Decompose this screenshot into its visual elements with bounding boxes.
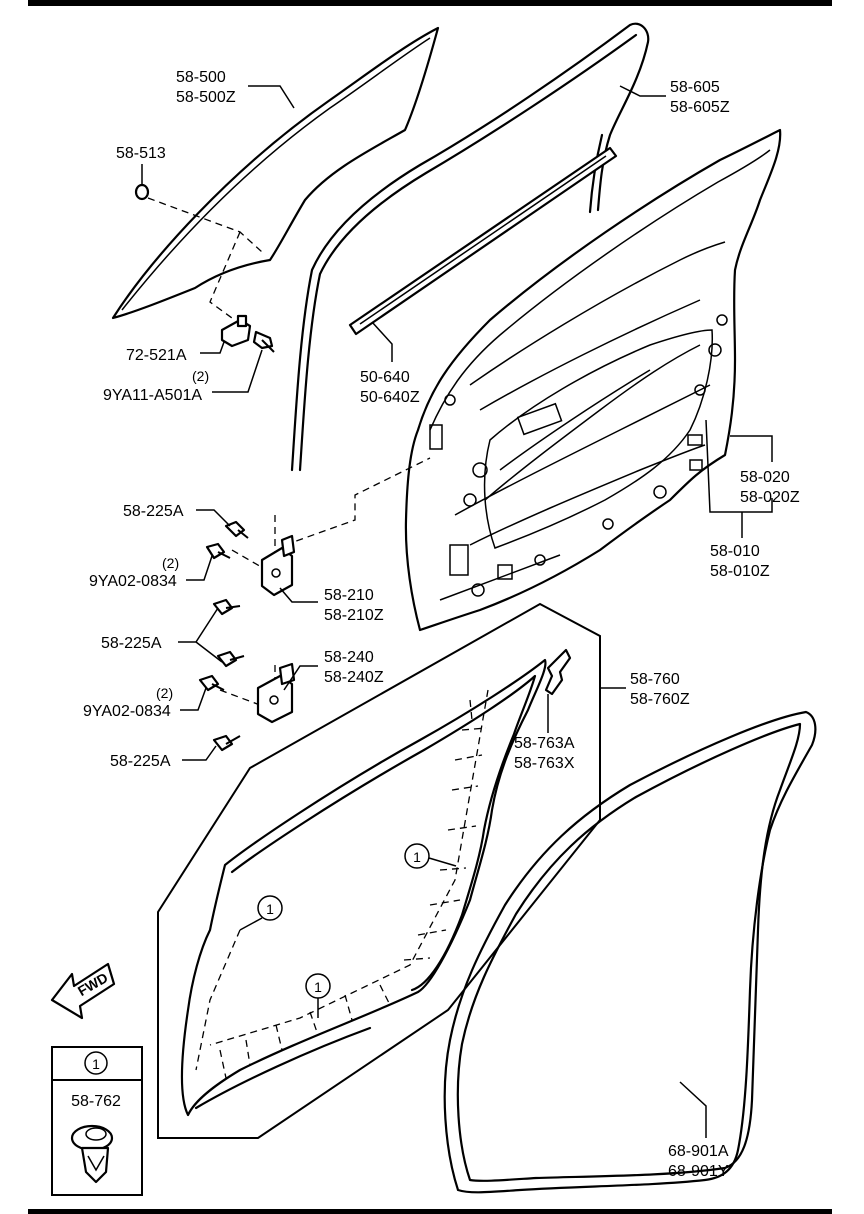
label-upper-hinge-1: 58-210	[324, 587, 374, 604]
label-seal-clip-1: 58-763A	[514, 735, 575, 752]
legend-ref: 1	[92, 1056, 100, 1072]
leader-upper-hinge	[279, 587, 318, 603]
leader-glass	[248, 85, 295, 109]
label-run-channel-2: 58-605Z	[670, 99, 730, 116]
svg-text:1: 1	[266, 901, 274, 917]
callout-circle-2: 1	[239, 895, 283, 931]
regulator-bracket	[220, 314, 252, 348]
bolt-0834-upper	[205, 542, 231, 560]
lower-hinge	[256, 662, 296, 724]
label-bracket: 72-521A	[126, 347, 187, 364]
label-panel-inner-1: 58-010	[710, 543, 760, 560]
svg-text:1: 1	[314, 979, 322, 995]
weatherstrip	[443, 710, 817, 1194]
label-0834-upper-qty: (2)	[162, 555, 179, 571]
callout-circle-3: 1	[305, 973, 331, 1018]
bracket-bolt	[252, 330, 275, 353]
leader-belt	[371, 321, 393, 362]
label-seal-set-2: 58-760Z	[630, 691, 690, 708]
upper-hinge	[260, 534, 296, 597]
bolt-0834-lower	[198, 674, 225, 692]
label-bolt-a501a-qty: (2)	[192, 368, 209, 384]
label-mid-bolt: 58-225A	[101, 635, 162, 652]
bolt-225a-mid1	[212, 598, 241, 616]
top-rule	[28, 0, 832, 6]
label-weatherstrip-2: 68-901Y	[668, 1163, 729, 1180]
door-glass	[111, 26, 440, 320]
label-upper-bolt: 58-225A	[123, 503, 184, 520]
label-panel-outer-2: 58-020Z	[740, 489, 800, 506]
legend-box: 1 58-762	[51, 1046, 143, 1196]
label-upper-hinge-2: 58-210Z	[324, 607, 384, 624]
label-glass-clip: 58-513	[116, 145, 166, 162]
label-seal-set-1: 58-760	[630, 671, 680, 688]
label-glass-2: 58-500Z	[176, 89, 236, 106]
leader-bracket	[200, 341, 225, 354]
run-channel	[290, 22, 650, 472]
label-0834-lower: 9YA02-0834	[83, 703, 171, 720]
label-weatherstrip-1: 68-901A	[668, 1143, 729, 1160]
bolt-225a-lower	[212, 734, 241, 752]
bolt-225a-mid2	[216, 650, 245, 668]
leader-run-channel	[619, 85, 666, 97]
leader-upper-bolt	[196, 509, 231, 527]
bracket-leader-dash	[209, 231, 241, 319]
label-bolt-a501a: 9YA11-A501A	[103, 387, 202, 404]
door-seal	[180, 658, 547, 1117]
glass-clip	[134, 183, 150, 201]
belt-molding	[348, 146, 618, 336]
push-clip-icon	[70, 1124, 114, 1184]
svg-text:1: 1	[413, 849, 421, 865]
label-panel-inner-2: 58-010Z	[710, 563, 770, 580]
leader-0834-upper	[186, 555, 213, 581]
leader-weatherstrip	[679, 1081, 707, 1138]
door-panel	[404, 128, 782, 632]
label-lower-hinge-1: 58-240	[324, 649, 374, 666]
leader-panel-inner	[705, 419, 773, 538]
seal-clip	[544, 648, 572, 696]
label-run-channel-1: 58-605	[670, 79, 720, 96]
callout-circle-1: 1	[404, 843, 457, 869]
label-0834-lower-qty: (2)	[156, 685, 173, 701]
leader-lower-hinge	[283, 665, 318, 691]
legend-part-number: 58-762	[71, 1093, 121, 1110]
label-lower-bolt: 58-225A	[110, 753, 171, 770]
leader-panel-outer	[730, 435, 773, 462]
leader-0834-lower	[180, 687, 207, 711]
leader-lower-bolt	[182, 745, 217, 761]
label-lower-hinge-2: 58-240Z	[324, 669, 384, 686]
label-seal-clip-2: 58-763X	[514, 755, 575, 772]
label-glass-1: 58-500	[176, 69, 226, 86]
leader-mid-bolts	[178, 607, 223, 663]
label-belt-2: 50-640Z	[360, 389, 420, 406]
hinge-dash-d	[219, 689, 261, 706]
label-panel-outer-1: 58-020	[740, 469, 790, 486]
label-belt-1: 50-640	[360, 369, 410, 386]
label-0834-upper: 9YA02-0834	[89, 573, 177, 590]
hinge-dash-upper	[284, 457, 431, 546]
fwd-arrow-icon: FWD	[50, 962, 116, 1020]
bottom-rule	[28, 1209, 832, 1214]
leader-bolt-a501a	[212, 349, 263, 393]
